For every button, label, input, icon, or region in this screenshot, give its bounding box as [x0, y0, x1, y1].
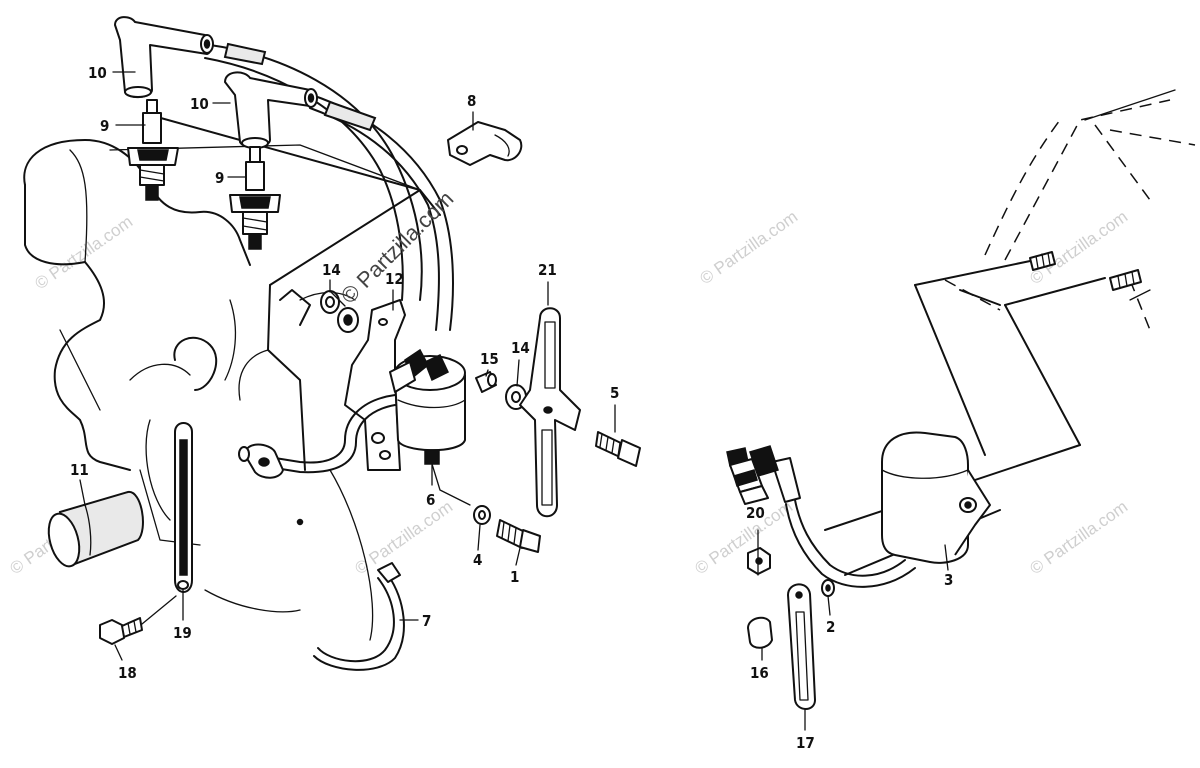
- bolt-18: [99, 595, 177, 645]
- strap-19: [174, 422, 193, 593]
- bushing-15: [475, 371, 497, 393]
- callout-5: 5: [610, 384, 619, 402]
- washer-14-left: [320, 290, 340, 314]
- callout-17: 17: [796, 734, 815, 752]
- callout-6: 6: [426, 491, 435, 509]
- callout-4: 4: [473, 551, 482, 569]
- callout-14: 14: [322, 261, 341, 279]
- callout-11: 11: [70, 461, 89, 479]
- spark-plug-cap-upper: [114, 16, 214, 98]
- callout-7: 7: [422, 612, 431, 630]
- nut-16: [747, 616, 773, 649]
- callout-10: 10: [88, 64, 107, 82]
- washer-2: [821, 579, 835, 597]
- wire-loop-clamp: [313, 562, 405, 671]
- washer-4: [473, 505, 491, 525]
- cdi-module-box: [881, 431, 991, 564]
- callout-15: 15: [480, 350, 499, 368]
- callout-2: 2: [826, 618, 835, 636]
- callout-8: 8: [467, 92, 476, 110]
- bolt-1: [496, 519, 541, 553]
- slotted-strap-21: [519, 307, 581, 518]
- mount-stud-left: [1029, 251, 1056, 271]
- spark-plug-lower: [229, 146, 281, 250]
- spacer-13: [329, 290, 359, 333]
- sleeve-11: [47, 491, 144, 568]
- callout-14: 14: [511, 339, 530, 357]
- slotted-strap-17: [787, 583, 816, 710]
- spark-plug-upper: [127, 99, 179, 201]
- callout-labels: 10 10 9 9 8 14 12 15 14 21 5 6 4 1 7 11 …: [70, 64, 953, 752]
- leader-lines: [79, 71, 949, 731]
- callout-1: 1: [510, 568, 519, 586]
- callout-12: 12: [385, 270, 404, 288]
- nut-20: [747, 547, 771, 575]
- callout-18: 18: [118, 664, 137, 682]
- callout-9: 9: [100, 117, 109, 135]
- module-harness: [726, 445, 916, 588]
- wire-boot-sleeve: [223, 42, 267, 66]
- ignition-coil: [389, 348, 471, 506]
- wire-boot-sleeve: [323, 100, 377, 132]
- watermark: © Partzilla.com: [31, 212, 136, 293]
- callout-20: 20: [746, 504, 765, 522]
- callout-9: 9: [215, 169, 224, 187]
- callout-21: 21: [538, 261, 557, 279]
- wire-clip: [447, 121, 523, 166]
- mount-stud-right: [1109, 269, 1142, 291]
- callout-10: 10: [190, 95, 209, 113]
- bolt-5: [595, 431, 641, 467]
- watermark: © Partzilla.com: [1026, 497, 1131, 578]
- watermark: © Partzilla.com: [696, 207, 801, 288]
- coil-bracket: [344, 299, 406, 471]
- callout-19: 19: [173, 624, 192, 642]
- callout-3: 3: [944, 571, 953, 589]
- spark-plug-cap-lower: [224, 71, 318, 149]
- frame-outline: [944, 89, 1196, 331]
- coil-primary-wire: [238, 394, 396, 479]
- watermark: © Partzilla.com: [691, 497, 796, 578]
- callout-16: 16: [750, 664, 769, 682]
- spark-plug-wires: [204, 42, 454, 331]
